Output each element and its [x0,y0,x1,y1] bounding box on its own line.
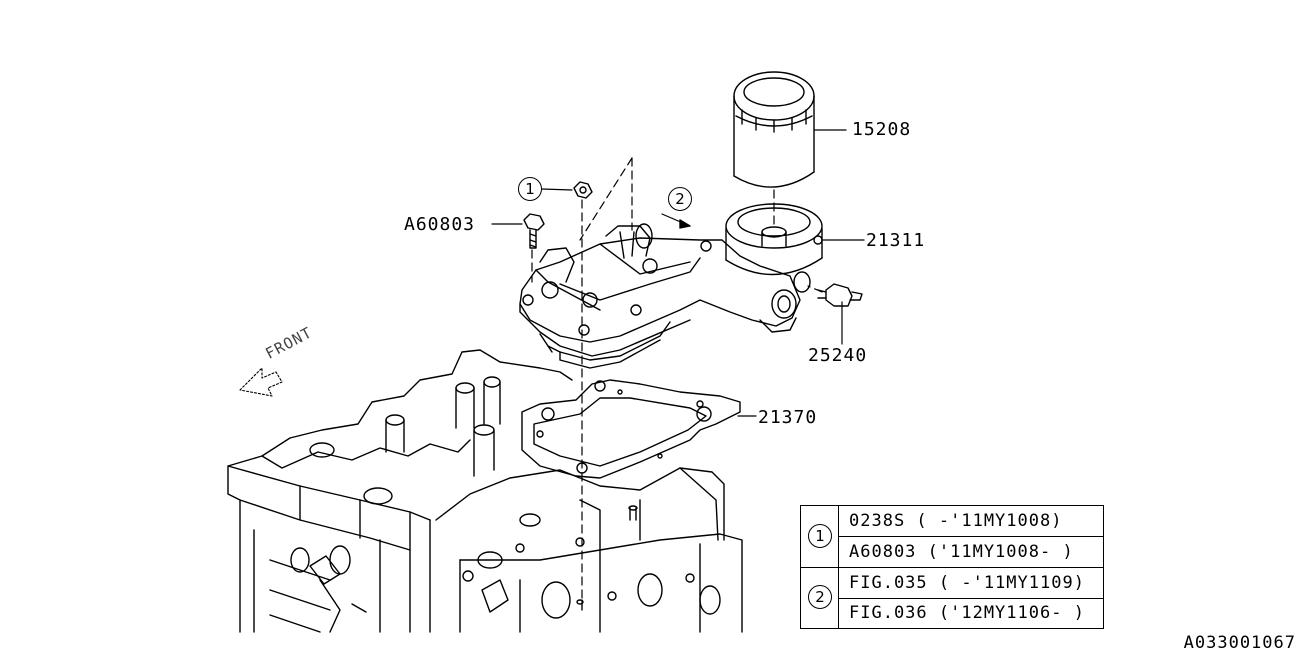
callout-21311: 21311 [866,230,926,251]
callout-25240: 25240 [808,345,868,366]
table-row: FIG.035 ( -'11MY1109) [849,573,1085,593]
front-arrow [239,367,283,397]
bolt-illustration [523,213,545,249]
callout-21370: 21370 [758,407,818,428]
gasket-illustration [521,379,741,479]
table-divider [801,567,1103,568]
table-divider [839,598,1103,599]
table-row: A60803 ('11MY1008- ) [849,542,1074,562]
callout-a60803: A60803 [404,214,476,235]
diagram-code: A033001067 [1183,633,1296,653]
callout-15208: 15208 [852,119,912,140]
assembly-guide-lines [531,157,823,611]
table-index-cell-2: 2 [801,567,839,628]
nut-illustration [573,181,593,199]
table-row: 0238S ( -'11MY1008) [849,511,1063,531]
engine-block-illustration [227,349,743,633]
leader-lines [491,129,865,417]
callout-circle-1: 1 [518,177,542,201]
table-circle-1: 1 [808,524,832,548]
table-index-cell-1: 1 [801,506,839,567]
arrowhead-icon [679,219,691,229]
oil-filter-illustration [733,71,815,188]
table-row: FIG.036 ('12MY1106- ) [849,603,1085,623]
table-divider [839,536,1103,537]
callout-circle-2: 2 [668,187,692,211]
table-circle-2: 2 [808,585,832,609]
pressure-switch-illustration [817,283,863,307]
reference-table: 1 2 0238S ( -'11MY1008) A60803 ('11MY100… [800,505,1104,629]
oil-cooler-housing-illustration [519,203,823,369]
